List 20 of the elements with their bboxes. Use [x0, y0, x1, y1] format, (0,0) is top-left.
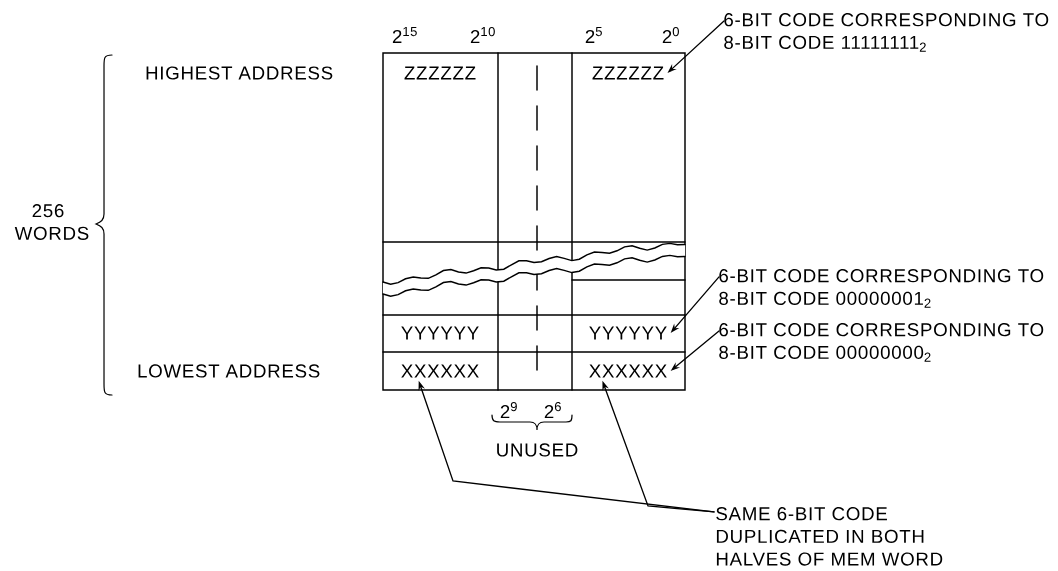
word-count-label: 256 WORDS [14, 204, 89, 240]
cell-text: ZZZZZZ [404, 66, 476, 80]
address-label: LOWEST ADDRESS [138, 364, 320, 378]
cell-text: XXXXXX [401, 364, 479, 378]
callout-text: 6-BIT CODE CORRESPONDING TO 8-BIT CODE 00000001$_{2}$ [719, 269, 1044, 308]
callout-text: 6-BIT CODE CORRESPONDING TO 8-BIT CODE 00000000$_{2}$ [719, 323, 1044, 362]
unused-label: UNUSED [497, 443, 578, 457]
callout-text: 6-BIT CODE CORRESPONDING TO 8-BIT CODE 11111111$_{2}$ [724, 13, 1049, 52]
address-label: HIGHEST ADDRESS [146, 66, 333, 80]
cell-text: XXXXXX [589, 364, 667, 378]
cell-text: YYYYYY [589, 326, 667, 340]
bit-label: 2$^{5}$ [585, 27, 602, 43]
bit-label: 2$^{6}$ [544, 401, 561, 419]
bit-label: 2$^{10}$ [470, 26, 495, 44]
bit-label: 2$^{0}$ [662, 26, 679, 44]
cell-text: YYYYYY [401, 326, 479, 340]
cell-text: ZZZZZZ [592, 66, 664, 80]
callout-text: SAME 6-BIT CODE DUPLICATED IN BOTH HALVES OF MEM WORD [716, 507, 943, 566]
bit-label: 2$^{9}$ [500, 401, 517, 419]
bit-label: 2$^{15}$ [392, 27, 417, 43]
